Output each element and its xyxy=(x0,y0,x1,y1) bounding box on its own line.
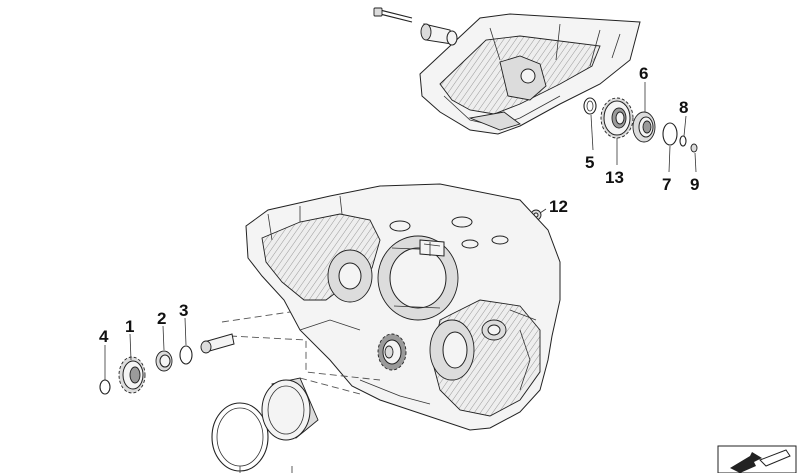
upper-crankcase-half xyxy=(419,13,641,135)
callout-1: 1 xyxy=(125,317,134,336)
arrow-icon xyxy=(717,445,797,473)
callout-4: 4 xyxy=(99,327,109,346)
callout-5: 5 xyxy=(585,153,594,172)
leader-lines xyxy=(104,82,697,380)
lower-crankcase xyxy=(245,183,561,431)
label-ticks xyxy=(239,466,293,473)
part-1-sprocket xyxy=(118,356,146,394)
callout-labels: 1 2 3 4 5 6 7 8 9 12 13 xyxy=(99,64,699,346)
part-13-sprocket xyxy=(600,97,634,139)
part-4-ring xyxy=(99,379,111,395)
callout-3: 3 xyxy=(179,301,188,320)
shaft-sleeve xyxy=(200,333,235,354)
callout-12: 12 xyxy=(549,197,568,216)
part-8-washer xyxy=(679,135,687,147)
part-2-bearing xyxy=(155,350,173,372)
callout-13: 13 xyxy=(605,168,624,187)
part-3-oring xyxy=(179,345,193,365)
callout-9: 9 xyxy=(690,175,699,194)
callout-6: 6 xyxy=(639,64,648,83)
part-7-oring xyxy=(662,122,678,146)
callout-8: 8 xyxy=(679,98,688,117)
upper-sleeve xyxy=(420,23,458,46)
assembly-guide-lines xyxy=(221,311,381,395)
upper-bolt xyxy=(373,7,413,23)
large-seal-ring xyxy=(211,402,269,472)
part-6-bearing xyxy=(632,111,656,143)
part-5-ring xyxy=(583,97,597,115)
callout-2: 2 xyxy=(157,309,166,328)
part-9-nut xyxy=(690,143,698,153)
inner-gear xyxy=(377,333,407,371)
large-bearing xyxy=(261,377,319,441)
callout-7: 7 xyxy=(662,175,671,194)
